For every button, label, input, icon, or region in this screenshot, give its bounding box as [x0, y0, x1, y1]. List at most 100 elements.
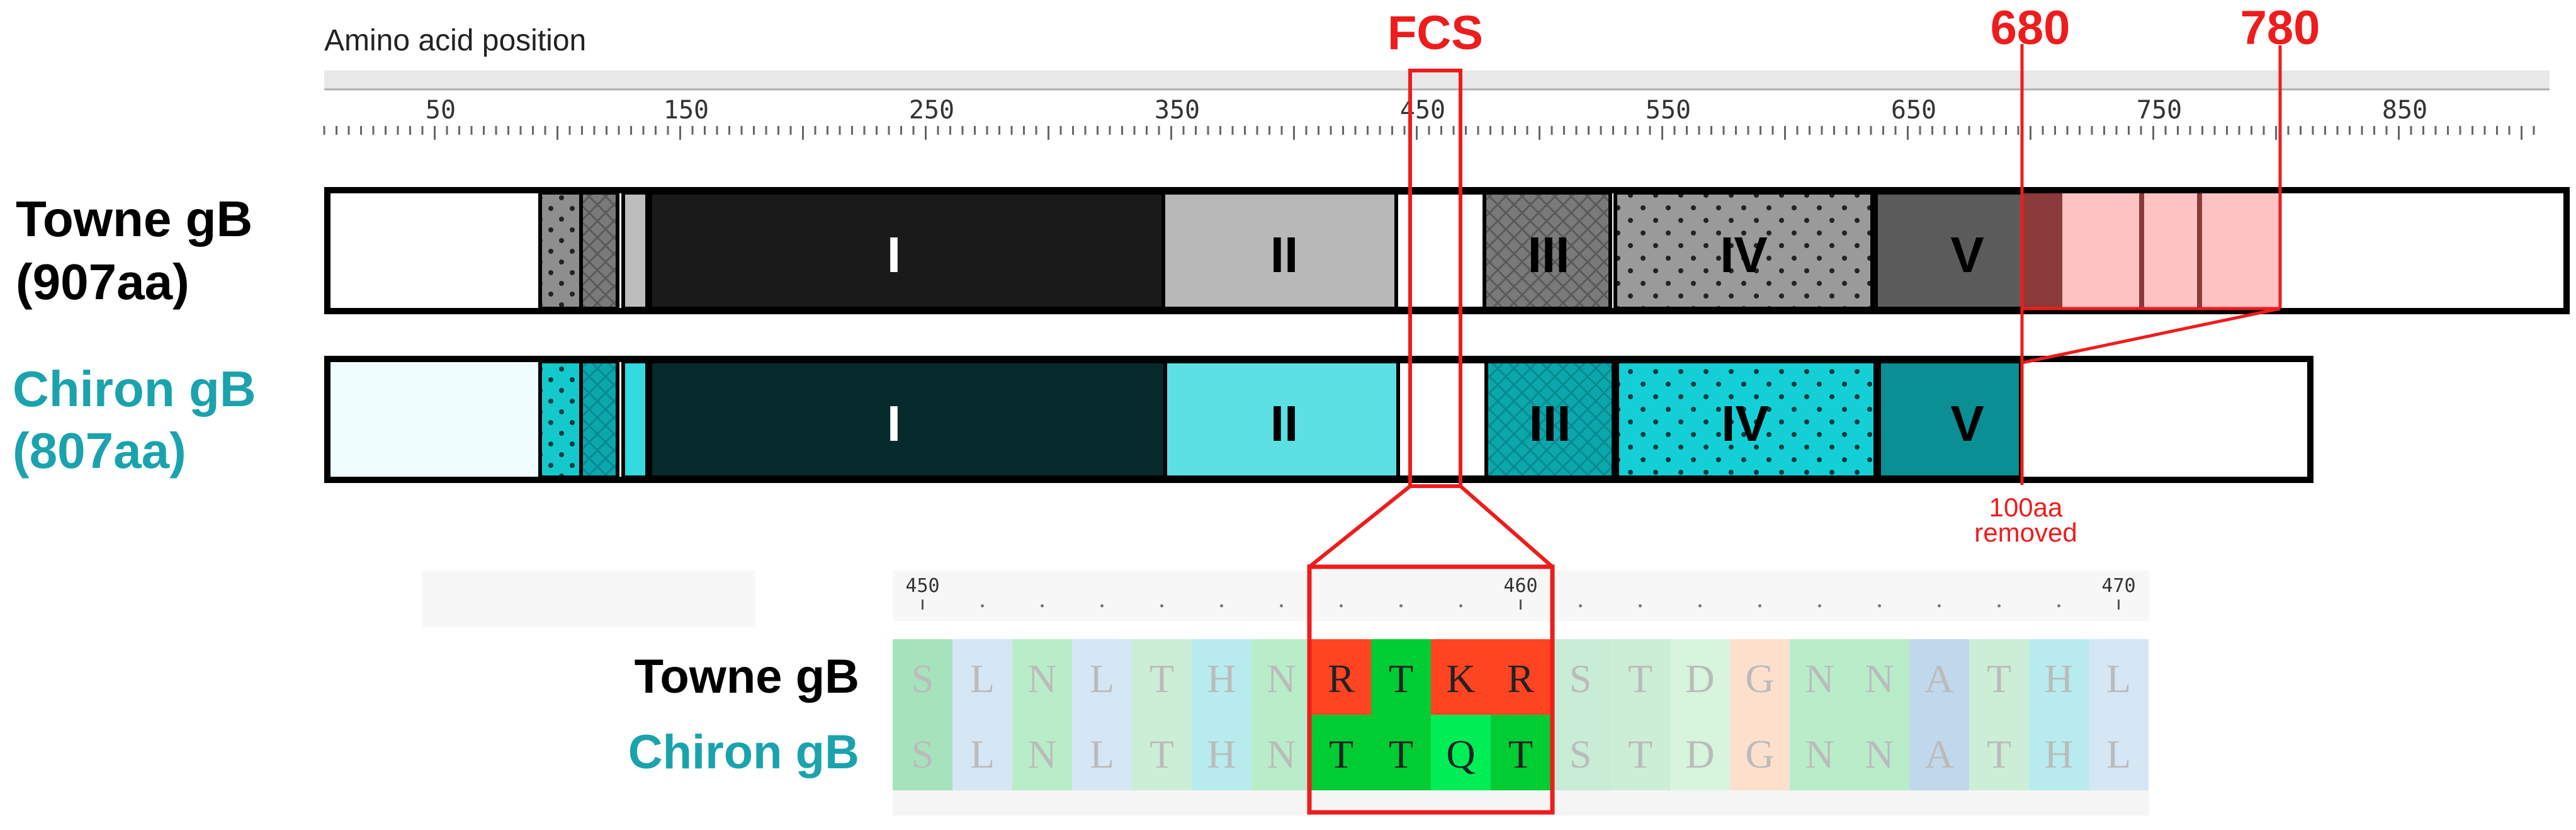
towne-seq-residue: S [912, 656, 934, 701]
chiron-seq-cell [1969, 715, 2029, 790]
chiron-seq-cell [1909, 715, 1969, 790]
ruler-tick-label: 650 [1891, 96, 1936, 125]
towne-seq-cell [1670, 639, 1730, 715]
chiron-seq-cell [952, 715, 1012, 790]
chiron-seq-residue: N [1805, 732, 1834, 776]
towne-seq-cell [1371, 639, 1431, 715]
chiron-seq-residue: N [1865, 732, 1894, 776]
fcs-column-box [1408, 69, 1462, 488]
align-minor-dot [1698, 604, 1702, 608]
alignment-left-shade [422, 571, 755, 627]
align-minor-dot [1878, 604, 1881, 608]
towne-seq-cell [1251, 639, 1311, 715]
chiron-seq-residue: T [1150, 732, 1174, 776]
towne-domain-I [648, 191, 1165, 310]
towne-seg-b [579, 191, 619, 310]
ruler-tick-label: 50 [426, 96, 456, 125]
towne-domain-II-label: II [1270, 227, 1298, 283]
chiron-seq-residue: S [1569, 732, 1592, 776]
alignment-ruler: 450 460 470 [905, 575, 2136, 610]
towne-domain-I-label: I [887, 227, 901, 283]
chiron-seq-cell [2089, 715, 2149, 790]
chiron-seq-cell [1551, 715, 1610, 790]
towne-length: (907aa) [16, 254, 189, 310]
ruler-tick-label: 250 [909, 96, 954, 125]
towne-name: Towne gB [16, 191, 252, 247]
fcs-label: FCS [1387, 6, 1483, 60]
chiron-domain-I-label: I [887, 395, 901, 452]
towne-seq-residue: A [1924, 656, 1953, 701]
align-minor-dot [1758, 604, 1761, 608]
chiron-domain-V-label: V [1950, 395, 1984, 452]
chiron-domain-IV-label: IV [1721, 395, 1769, 452]
chiron-domain-III-label: III [1529, 395, 1571, 452]
towne-seq-residue: L [2106, 656, 2131, 701]
chiron-seq-cell [893, 715, 952, 790]
align-tick-label: 460 [1503, 575, 1537, 597]
chiron-seq-residue: G [1745, 732, 1774, 776]
towne-domain-IV-label: IV [1720, 227, 1768, 283]
chiron-seq-cell [1371, 715, 1431, 790]
towne-seq-residue: L [970, 656, 995, 701]
towne-seq-residue: G [1745, 656, 1774, 701]
towne-seq-cell [1132, 639, 1192, 715]
chiron-seq-residue: D [1685, 732, 1714, 776]
chiron-seq-residue: H [2044, 732, 2073, 776]
towne-gb-bar: Towne gB (907aa) I II III IV V [16, 187, 2570, 314]
towne-seq-residue: R [1507, 656, 1534, 701]
towne-seq-residue: H [1207, 656, 1236, 701]
towne-seq-residue: K [1446, 656, 1475, 701]
align-tick-label: 450 [905, 575, 939, 597]
towne-seq-cell [1072, 639, 1132, 715]
towne-seg-a [538, 191, 583, 310]
towne-seq-residue: T [1987, 656, 2011, 701]
towne-removed-region [2060, 193, 2281, 309]
towne-seq-cell [1790, 639, 1850, 715]
chiron-seq-cell [1730, 715, 1790, 790]
towne-seq-cell [2029, 639, 2089, 715]
chiron-length: (807aa) [13, 423, 186, 479]
chiron-seg-b [579, 360, 619, 479]
ruler-tick-label: 450 [1400, 96, 1445, 125]
chiron-seq-residue: Q [1446, 732, 1475, 776]
chiron-seq-residue: L [970, 732, 995, 776]
towne-seq-cell [1610, 639, 1670, 715]
align-minor-dot [2057, 604, 2060, 608]
align-minor-dot [1280, 604, 1283, 608]
align-tick-label: 470 [2101, 575, 2135, 597]
chiron-seq-residue: T [1329, 732, 1353, 776]
ruler-tick-label: 350 [1155, 96, 1200, 125]
towne-seq-cell [1850, 639, 1909, 715]
chiron-seq-cell [1311, 715, 1371, 790]
chiron-seq-cell [1251, 715, 1311, 790]
towne-seq-residue: N [1805, 656, 1834, 701]
towne-seq-residue: D [1685, 656, 1714, 701]
align-minor-dot [1997, 604, 2001, 608]
towne-seq-residue: H [2044, 656, 2073, 701]
align-minor-dot [1579, 604, 1582, 608]
chiron-seq-cell [2029, 715, 2089, 790]
towne-removed-edge [2022, 193, 2060, 309]
chiron-seq-cell [1670, 715, 1730, 790]
chiron-seq-cell [1192, 715, 1251, 790]
chiron-seq-cell [1431, 715, 1491, 790]
towne-seq-residue: S [1569, 656, 1592, 701]
chiron-domain-II-label: II [1270, 395, 1298, 452]
towne-domain-III [1483, 191, 1612, 310]
zoom-line-right [1459, 484, 1554, 569]
align-minor-dot [1399, 604, 1403, 608]
chiron-seg-c [621, 360, 649, 479]
towne-seq-residue: L [1090, 656, 1114, 701]
towne-seq-cell [1969, 639, 2029, 715]
towne-seq-cell [2089, 639, 2149, 715]
chiron-name: Chiron gB [13, 361, 256, 417]
towne-seq-cell [1192, 639, 1251, 715]
chiron-bar-border [324, 356, 2313, 483]
chiron-seg-a [538, 360, 583, 479]
align-minor-dot [1041, 604, 1044, 608]
chiron-domain-I [648, 360, 1167, 479]
towne-seq-residue: T [1389, 656, 1413, 701]
ruler-tick-label: 850 [2382, 96, 2427, 125]
